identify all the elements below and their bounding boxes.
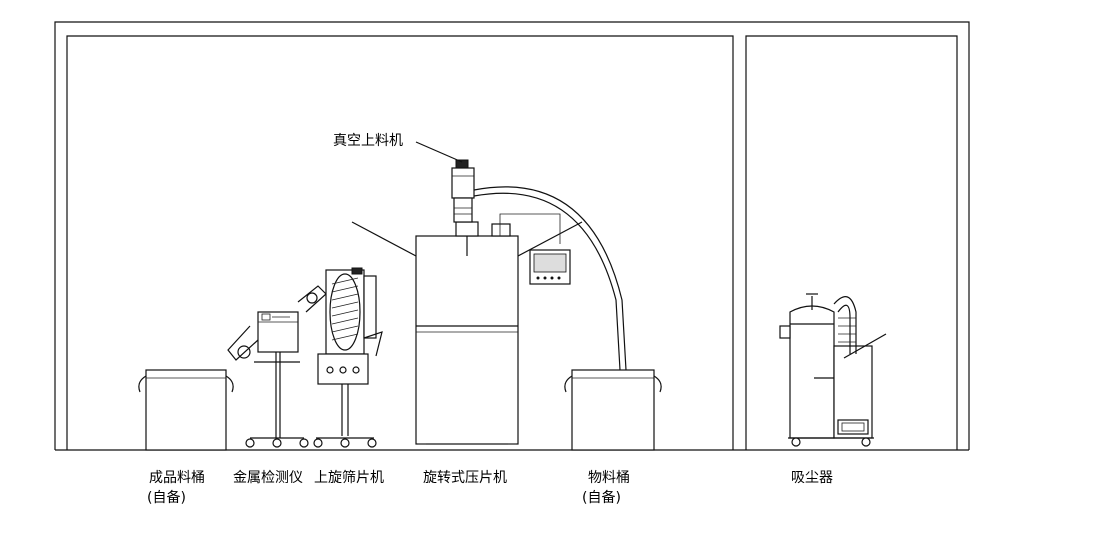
label-deduster: 上旋筛片机 <box>314 470 384 486</box>
label-material-bin-note: (自备) <box>582 489 621 506</box>
label-material-bin: 物料桶 <box>588 470 630 486</box>
vacuum-loader <box>415 141 475 223</box>
material-bin <box>564 369 662 451</box>
label-metal-detector: 金属检测仪 <box>233 470 303 486</box>
label-finished-bin-note: (自备) <box>147 489 186 506</box>
label-tablet-press: 旋转式压片机 <box>423 470 507 486</box>
deduster <box>313 267 383 448</box>
metal-detector <box>227 285 327 448</box>
dust-collector <box>779 293 887 447</box>
label-vacuum-loader: 真空上料机 <box>333 133 403 149</box>
control-panel <box>499 213 571 285</box>
tablet-press <box>351 221 583 445</box>
label-finished-bin: 成品料桶 <box>149 470 205 486</box>
label-dust-collector: 吸尘器 <box>791 470 833 486</box>
finished-bin <box>138 369 234 451</box>
conveying-pipe <box>473 186 627 371</box>
